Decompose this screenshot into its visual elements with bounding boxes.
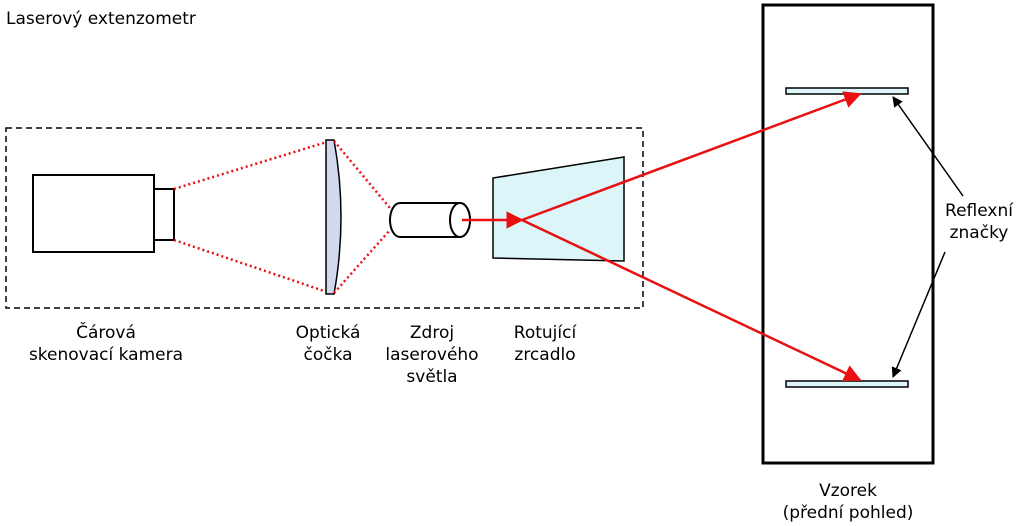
label-laser: Zdroj laserového světla — [372, 322, 492, 388]
label-lens: Optická čočka — [278, 322, 378, 366]
pointer-to-bottom-mark — [891, 251, 946, 378]
specimen — [761, 3, 935, 465]
label-lens-line-1: Optická — [295, 323, 361, 343]
label-marks: Reflexní značky — [934, 200, 1024, 244]
label-specimen-line-2: (přední pohled) — [782, 503, 914, 523]
label-laser-line-3: světla — [406, 367, 458, 387]
device-enclosure — [5, 127, 644, 309]
pointer-to-top-mark — [892, 96, 964, 197]
lens-ray-top — [333, 140, 391, 209]
reflective-mark-bottom — [785, 380, 909, 388]
camera-ray-bottom — [173, 238, 331, 295]
label-laser-line-1: Zdroj — [409, 323, 455, 343]
beam-to-top-mark — [521, 91, 862, 222]
label-marks-line-2: značky — [949, 223, 1009, 243]
label-mirror: Rotující zrcadlo — [490, 322, 600, 366]
rotating-mirror — [492, 156, 625, 262]
label-laser-line-2: laserového — [385, 345, 479, 365]
reflective-mark-top — [785, 87, 909, 95]
label-specimen-line-1: Vzorek — [819, 481, 877, 501]
label-camera-line-1: Čárová — [76, 323, 136, 343]
label-marks-line-1: Reflexní — [945, 201, 1013, 221]
beam-to-bottom-mark — [521, 218, 862, 382]
label-specimen: Vzorek (přední pohled) — [758, 480, 938, 524]
camera-lens-mount — [153, 188, 175, 241]
diagram-title: Laserový extenzometr — [6, 9, 196, 29]
optical-lens — [325, 139, 342, 295]
label-mirror-line-1: Rotující — [513, 323, 577, 343]
lens-ray-bottom — [333, 229, 391, 294]
label-mirror-line-2: zrcadlo — [514, 345, 576, 365]
label-camera: Čárová skenovací kamera — [6, 322, 206, 366]
label-lens-line-2: čočka — [303, 345, 353, 365]
camera-body — [32, 174, 155, 253]
label-camera-line-2: skenovací kamera — [28, 345, 184, 365]
camera-ray-top — [173, 139, 331, 191]
